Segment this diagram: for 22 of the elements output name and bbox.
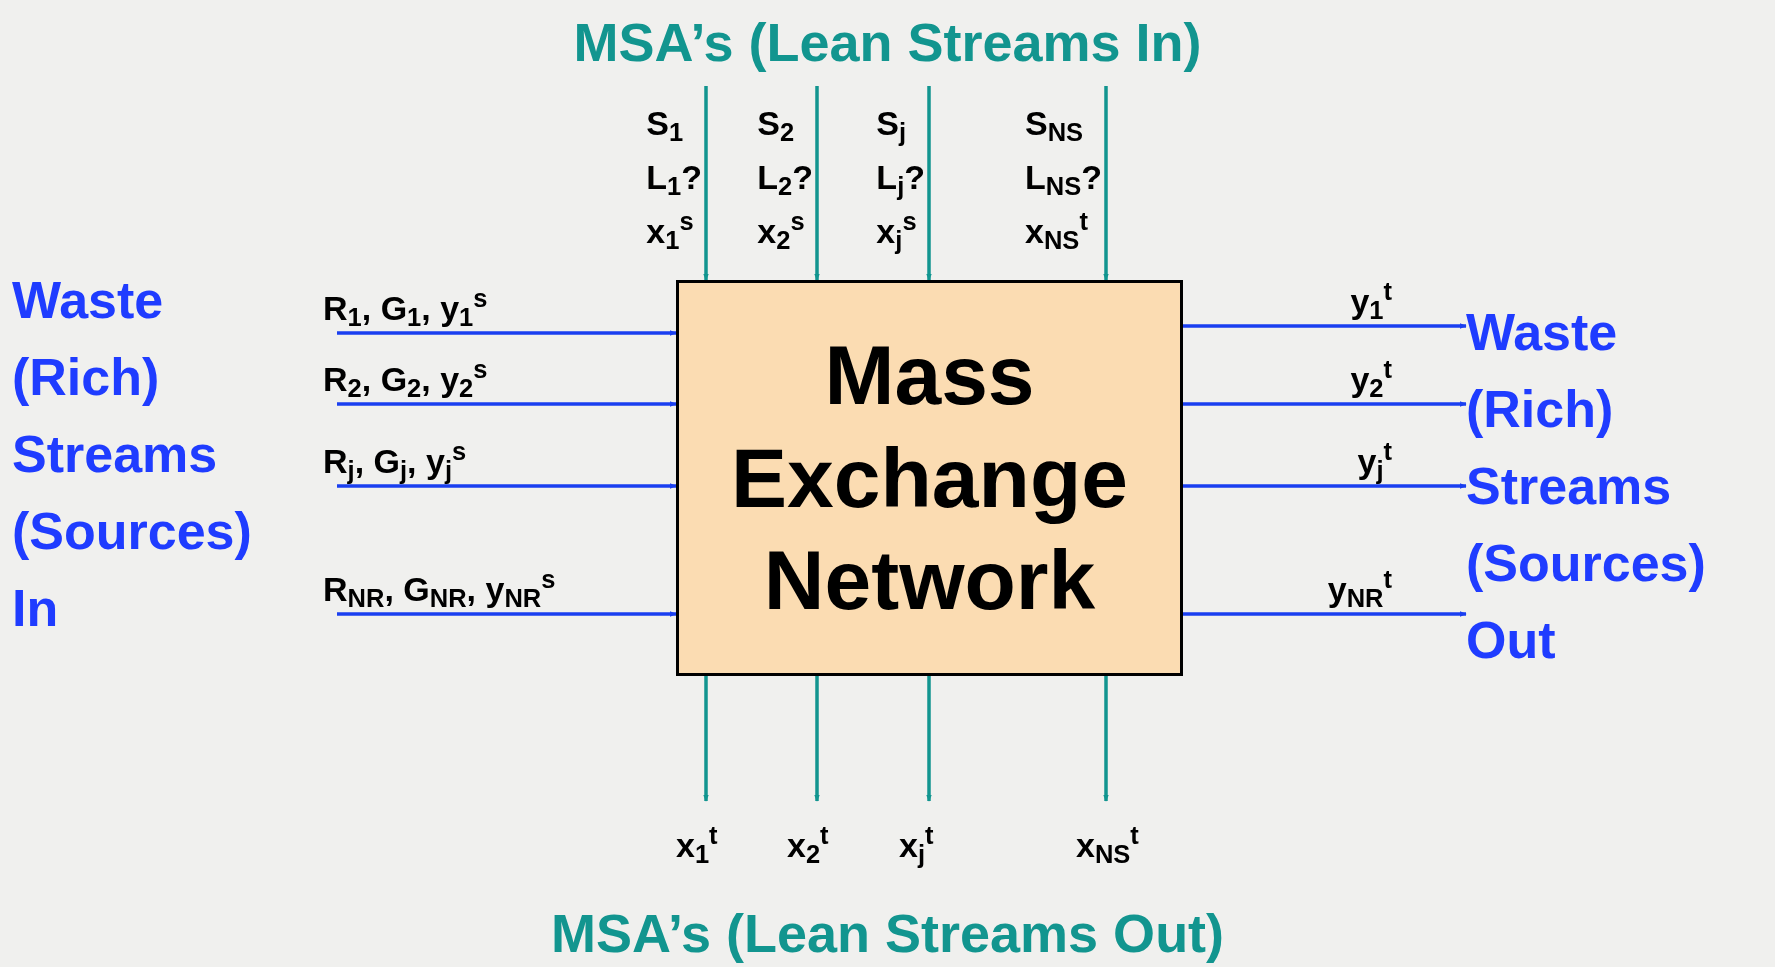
arrow [703,676,709,802]
process-box [676,280,1183,676]
stream-label: Waste (Rich) Streams (Sources) Out [1466,294,1706,679]
arrow [337,401,677,407]
arrow [814,676,820,802]
box-title: Mass Exchange Network [730,327,1129,630]
arrow [1103,676,1109,802]
arrow [926,676,932,802]
arrow [1183,611,1467,617]
arrow [337,483,677,489]
side-label: Waste (Rich) Streams (Sources) In [12,270,252,639]
arrow [337,330,677,336]
title: MSA’s (Lean Streams In) [572,11,1203,74]
arrow [814,86,820,281]
arrow [703,86,709,281]
arrow [1183,401,1467,407]
arrow [1183,483,1467,489]
arrow [1183,323,1467,329]
caption: MSA’s (Lean Streams Out) [549,902,1226,965]
arrow [337,611,677,617]
arrow [926,86,932,281]
arrow [1103,86,1109,281]
